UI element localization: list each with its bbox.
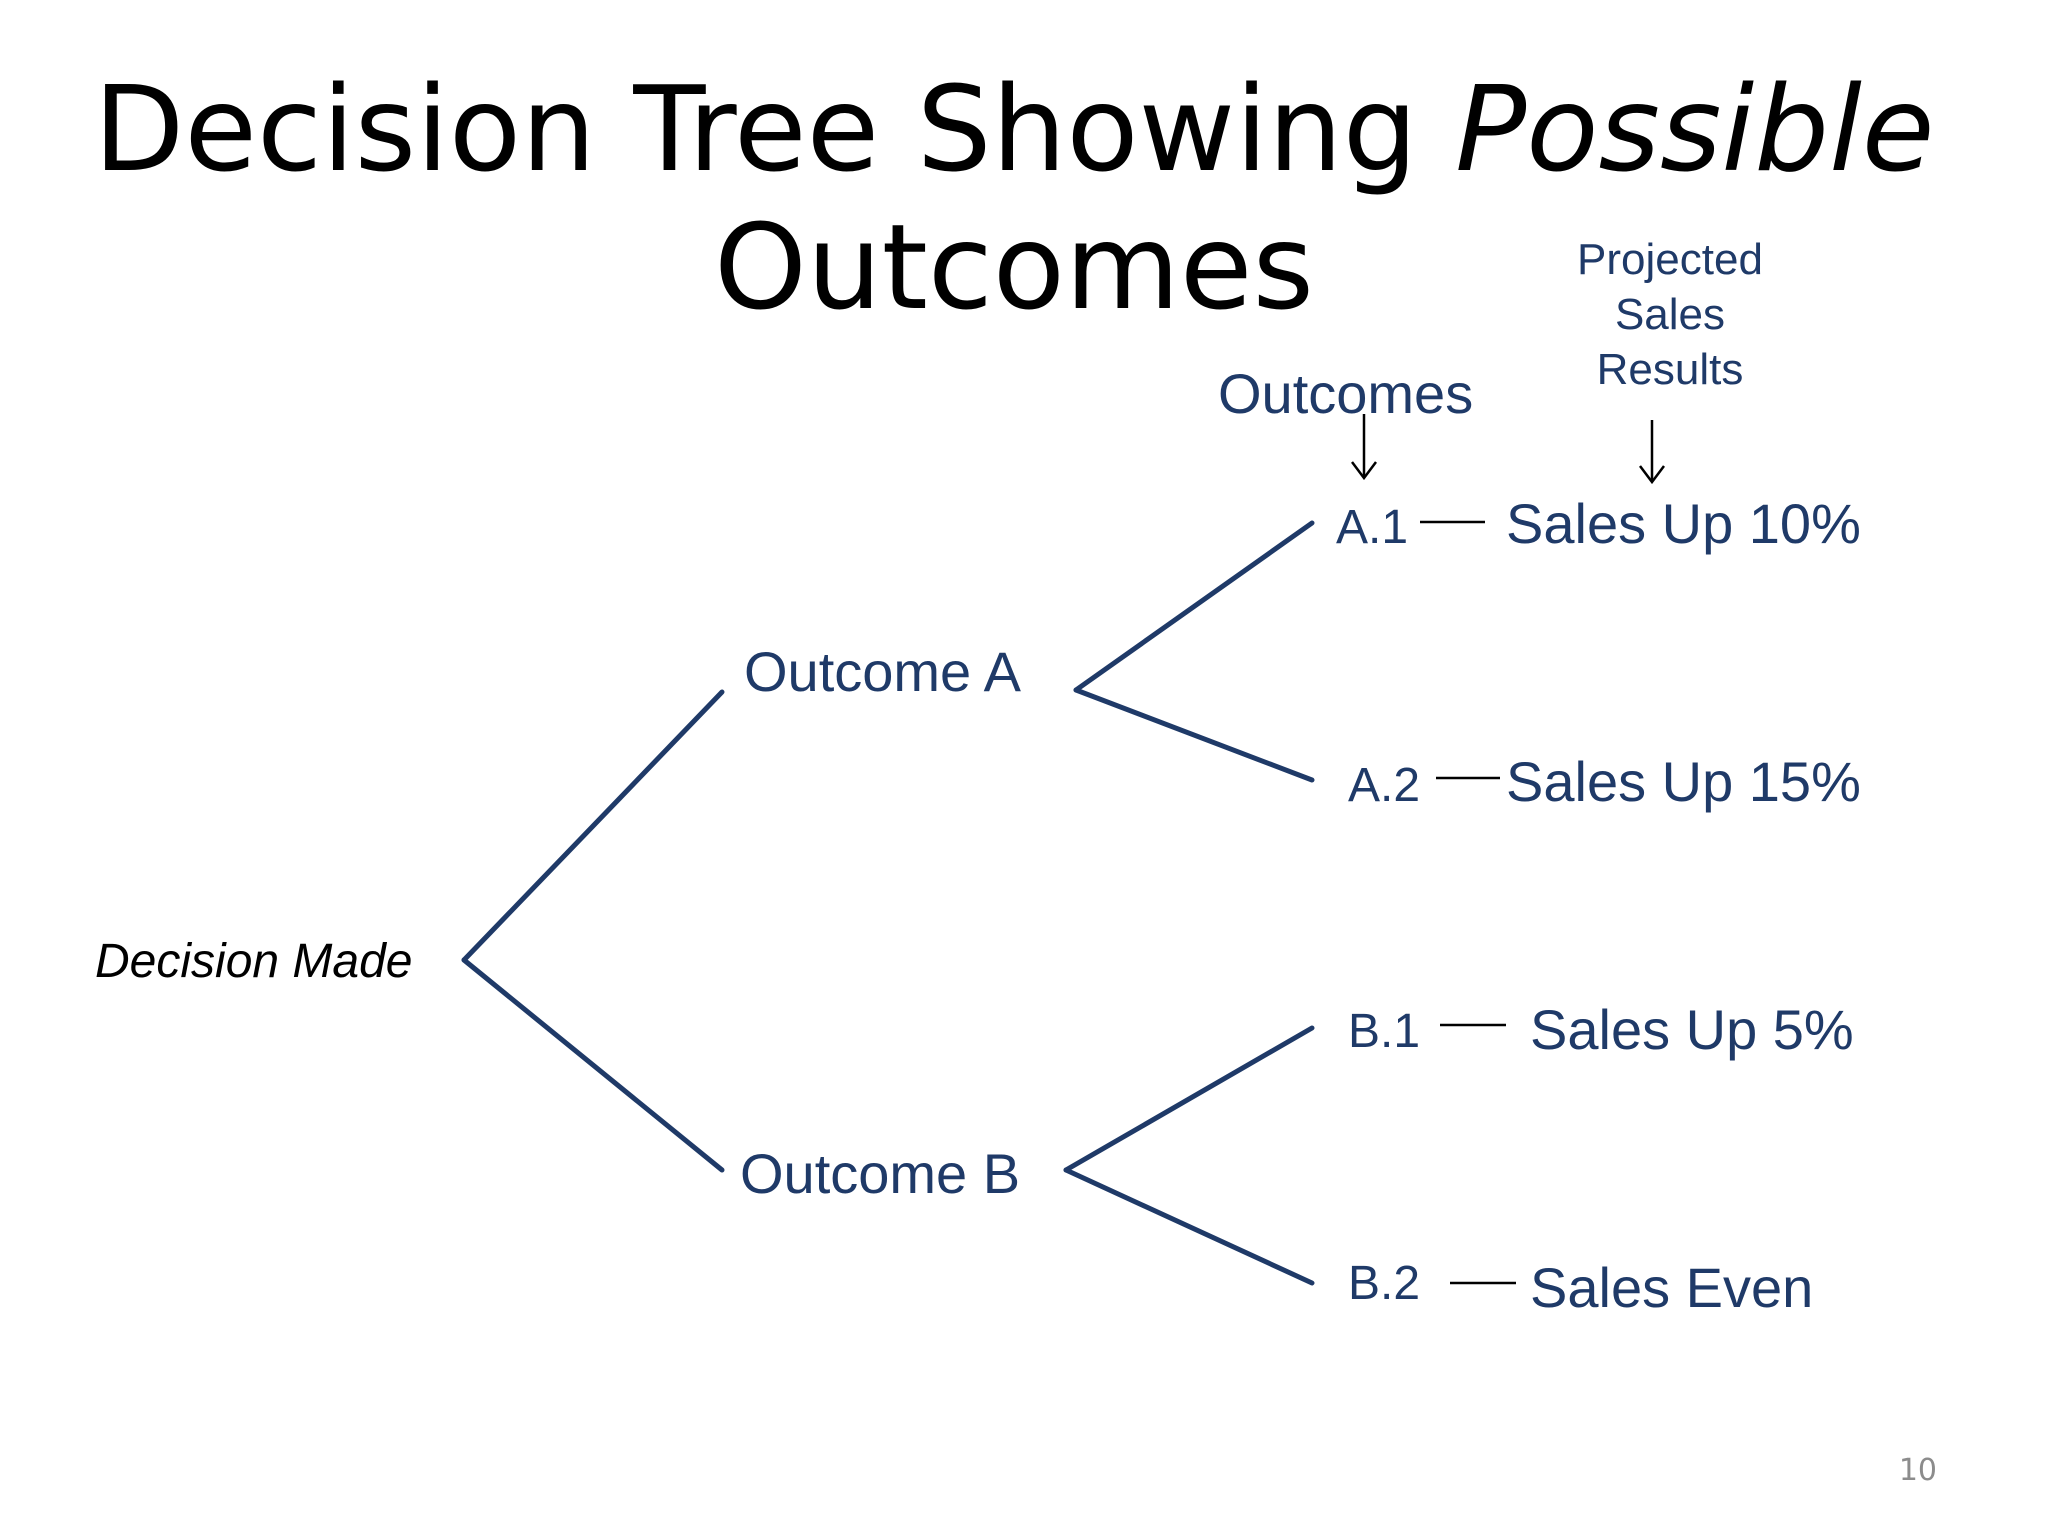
branch-root-to-outcome-a — [461, 689, 725, 963]
slide-title-line-2: Outcomes — [713, 198, 1315, 336]
projected-header-line-3: Results — [1596, 345, 1744, 394]
branch-outcome-b-to-b1 — [1063, 1025, 1315, 1173]
sub-outcome-a1-label: A.1 — [1336, 501, 1409, 554]
sub-outcome-b1-label: B.1 — [1348, 1005, 1421, 1058]
branch-outcome-a-to-a1 — [1073, 520, 1315, 693]
branch-outcome-a-to-a2 — [1073, 687, 1315, 783]
arrow-down-icon — [1639, 420, 1665, 485]
result-a2-label: Sales Up 15% — [1506, 750, 1861, 813]
branch-root-to-outcome-b — [461, 957, 725, 1173]
slide-title-line-1: Decision Tree Showing Possible — [0, 70, 2038, 188]
outcome-b-label: Outcome B — [740, 1142, 1021, 1205]
sub-outcome-a2-label: A.2 — [1348, 759, 1421, 812]
result-a1-label: Sales Up 10% — [1506, 492, 1861, 555]
projected-sales-results-header: Projected Sales Results — [1560, 232, 1780, 397]
result-b2-label: Sales Even — [1530, 1256, 1814, 1319]
result-b1-label: Sales Up 5% — [1530, 998, 1854, 1061]
root-node-label: Decision Made — [95, 935, 413, 988]
title-plain-text: Decision Tree Showing — [93, 60, 1456, 198]
outcome-a-label: Outcome A — [744, 640, 1022, 703]
projected-header-line-1: Projected — [1577, 235, 1763, 284]
title-italic-text: Possible — [1455, 60, 1935, 198]
projected-header-line-2: Sales — [1614, 290, 1726, 339]
branch-outcome-b-to-b2 — [1063, 1167, 1315, 1286]
outcomes-column-header: Outcomes — [1218, 362, 1474, 425]
page-number: 10 — [1898, 1453, 1937, 1488]
sub-outcome-b2-label: B.2 — [1348, 1257, 1421, 1310]
arrow-down-icon — [1351, 414, 1377, 481]
